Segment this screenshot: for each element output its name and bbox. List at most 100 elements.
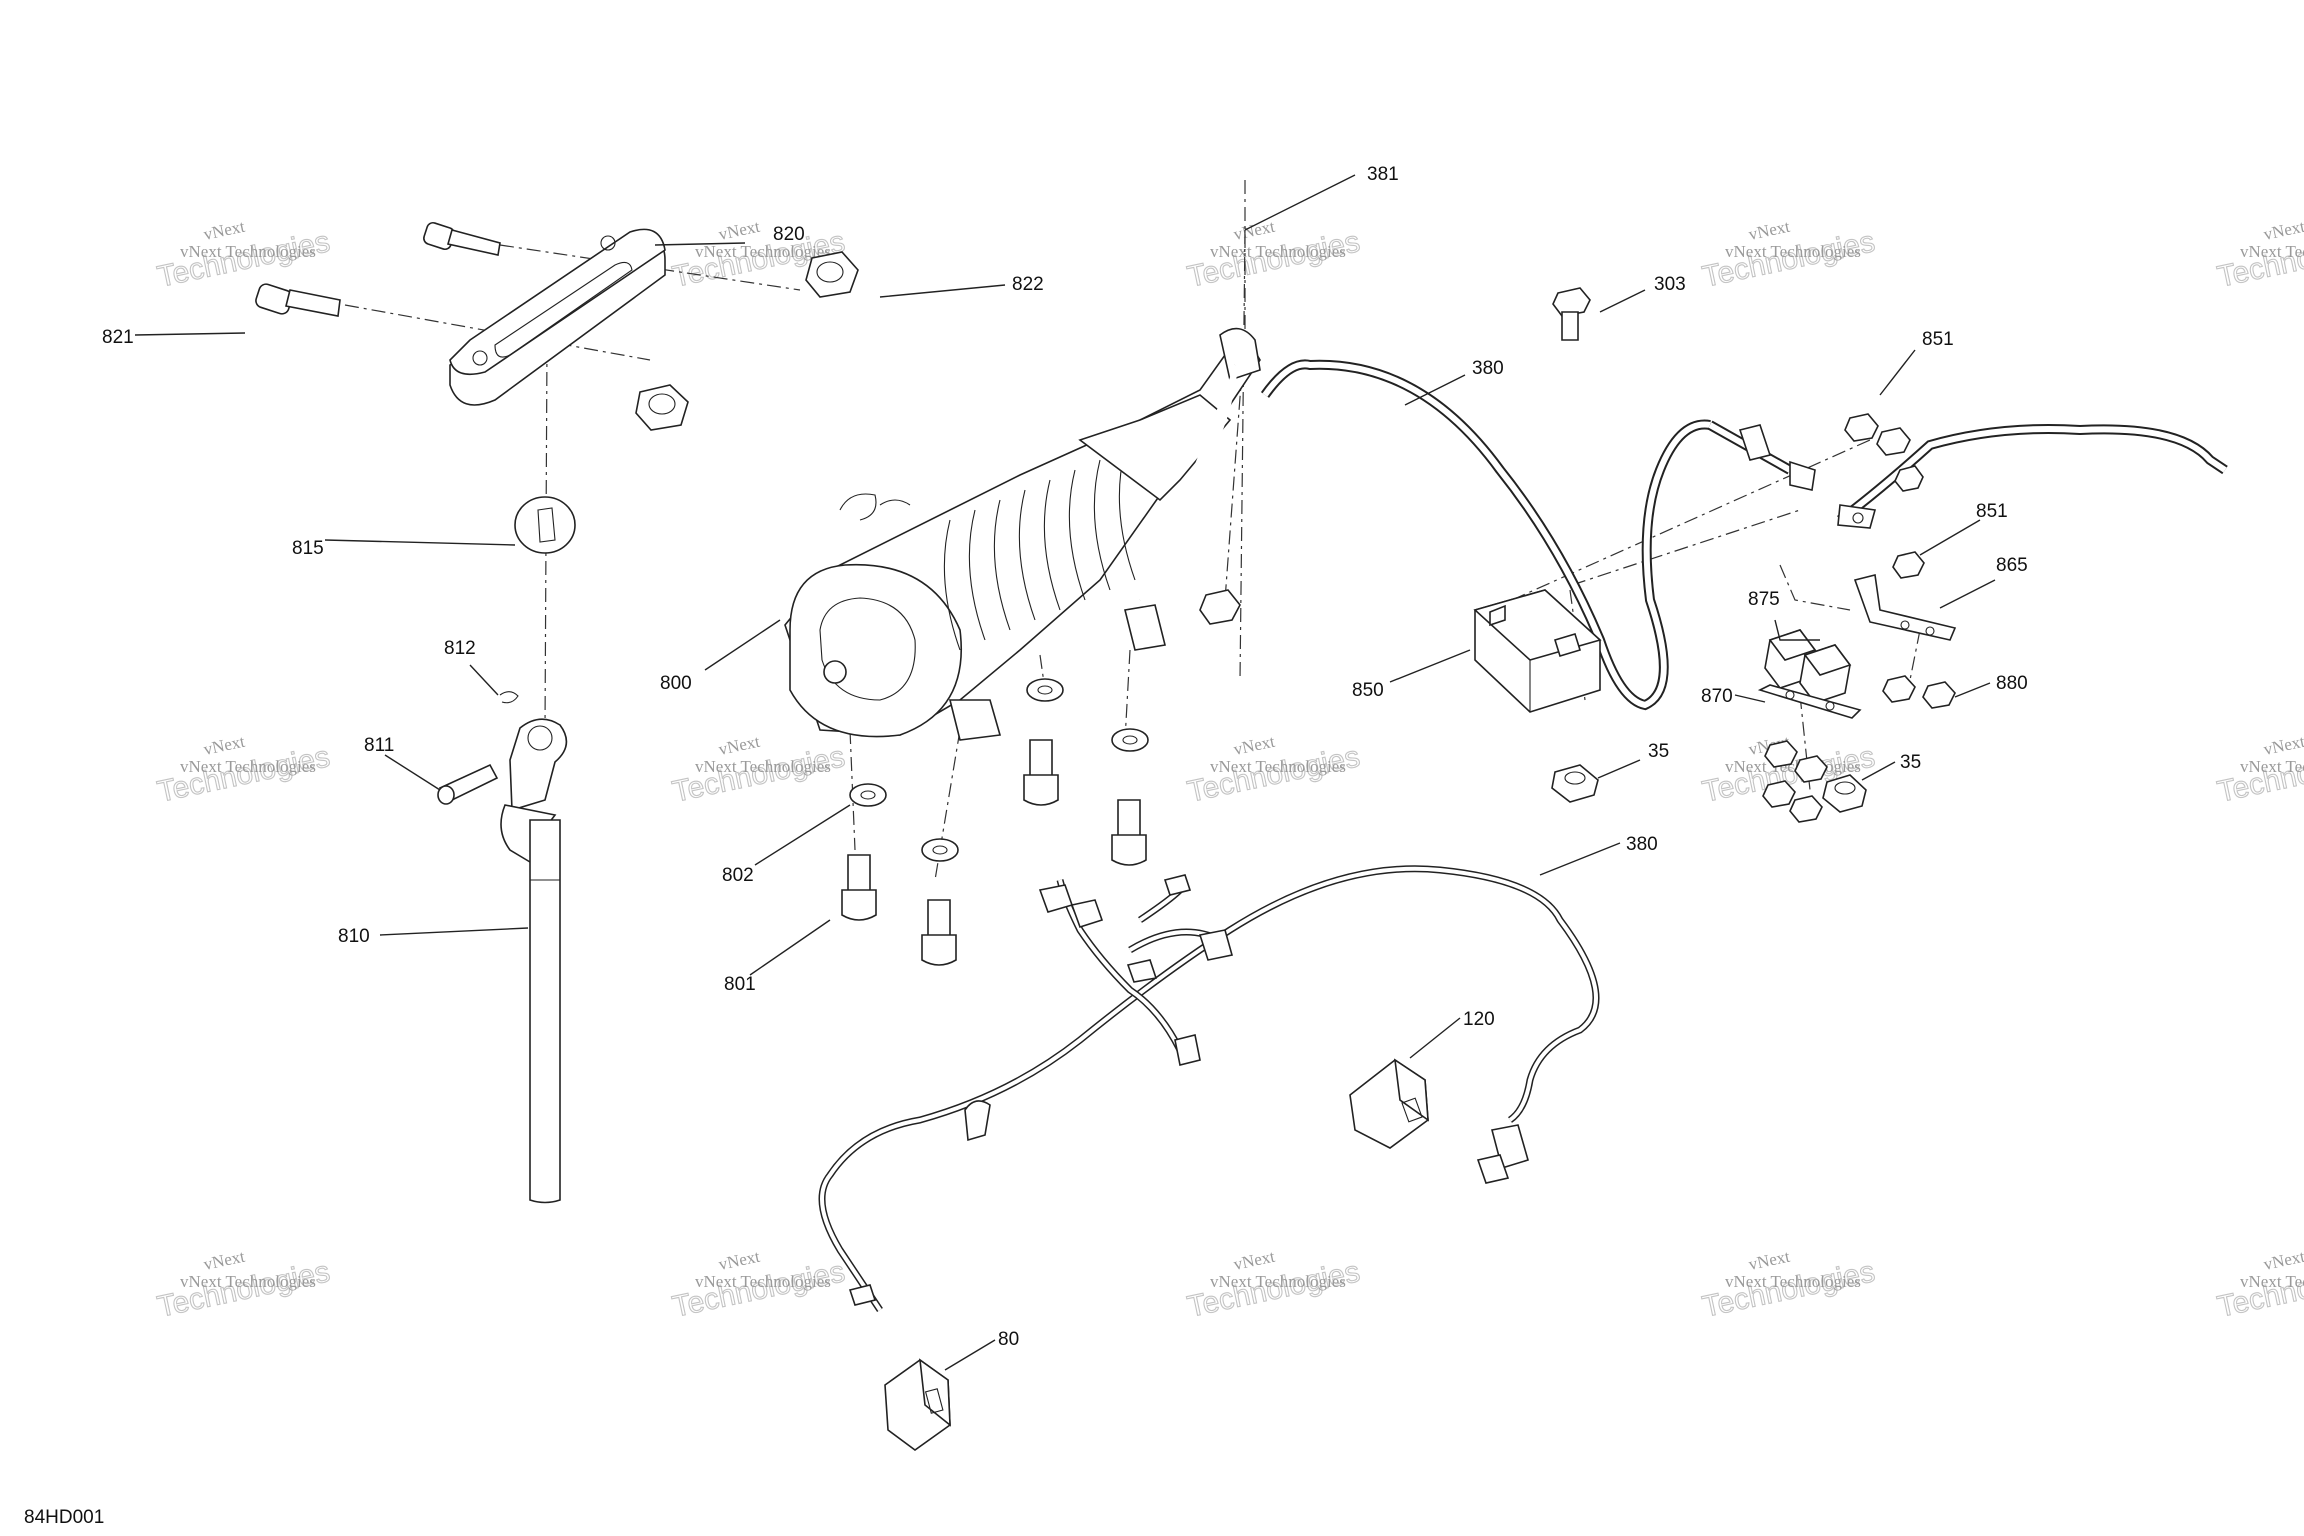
contactor-bolt: [1552, 287, 1591, 341]
winch-switch-120: [1349, 1058, 1429, 1149]
callout-380-lower: 380: [1626, 834, 1658, 855]
svg-text:vNext: vNext: [2262, 732, 2304, 759]
bolt: [921, 899, 957, 966]
svg-text:vNext Technologies: vNext Technologies: [1725, 757, 1861, 776]
callout-35-right: 35: [1900, 752, 1921, 773]
callout-822: 822: [1012, 274, 1044, 295]
callout-850: 850: [1352, 680, 1384, 701]
watermark: Technologies vNext vNext Technologies: [1184, 217, 1363, 295]
callout-800: 800: [660, 673, 692, 694]
callout-381: 381: [1367, 164, 1399, 185]
fuse-plate: [1757, 684, 1862, 719]
callout-870: 870: [1701, 686, 1733, 707]
svg-text:vNext: vNext: [1232, 1247, 1277, 1274]
hook-clip: [499, 691, 519, 704]
watermark: Technologies vNext vNext Technologies: [154, 217, 333, 295]
callout-821: 821: [102, 327, 134, 348]
small-nuts: [1844, 413, 1925, 579]
watermark: Technologies vNext vNext Technologies: [154, 1247, 333, 1325]
bracket: [1853, 574, 1957, 641]
bolt: [841, 854, 877, 921]
callout-labels: 381 820 822 821 303 380 851 815 851 865 …: [102, 164, 2028, 1350]
hook-pin: [437, 763, 499, 805]
callout-851-upper: 851: [1922, 329, 1954, 350]
watermark: Technologies vNext vNext Technologies: [154, 732, 333, 810]
flange-nut: [1551, 764, 1599, 803]
svg-text:vNext Technologies: vNext Technologies: [180, 1272, 316, 1291]
svg-text:vNext: vNext: [2262, 217, 2304, 244]
svg-text:vNext: vNext: [1747, 1247, 1792, 1274]
svg-text:vNext: vNext: [1232, 217, 1277, 244]
leader-lines: [134, 174, 1996, 1371]
power-cable-upper: [1137, 359, 1816, 711]
svg-text:vNext Technologies: vNext Technologies: [2240, 1272, 2304, 1291]
callout-120: 120: [1463, 1009, 1495, 1030]
svg-text:vNext Technologies: vNext Technologies: [1210, 1272, 1346, 1291]
winch-body: [784, 327, 1261, 741]
svg-text:vNext: vNext: [1232, 732, 1277, 759]
svg-text:vNext: vNext: [202, 1247, 247, 1274]
callout-802: 802: [722, 865, 754, 886]
callout-811: 811: [364, 735, 394, 756]
svg-text:vNext: vNext: [1747, 217, 1792, 244]
fuse-nuts: [1762, 675, 1956, 823]
contactor: [1473, 589, 1602, 713]
svg-text:vNext: vNext: [717, 217, 762, 244]
callout-380-upper: 380: [1472, 358, 1504, 379]
svg-text:vNext Technologies: vNext Technologies: [1210, 242, 1346, 261]
fuses: [1764, 629, 1852, 704]
svg-text:vNext Technologies: vNext Technologies: [1725, 242, 1861, 261]
flange-nut-upper: [805, 251, 859, 298]
bolt: [1023, 739, 1059, 806]
callout-303: 303: [1654, 274, 1686, 295]
bolt: [1111, 799, 1147, 866]
svg-text:vNext Technologies: vNext Technologies: [180, 757, 316, 776]
watermark: Technologies vNext vNext Technologies: [1699, 217, 1878, 295]
svg-text:vNext Technologies: vNext Technologies: [2240, 757, 2304, 776]
watermark: Technologies vNext vNext Technologies: [2214, 217, 2304, 295]
svg-text:vNext Technologies: vNext Technologies: [180, 242, 316, 261]
callout-812: 812: [444, 638, 476, 659]
callout-80: 80: [998, 1329, 1019, 1350]
callout-801: 801: [724, 974, 756, 995]
flange-nut-lower: [635, 384, 689, 431]
callout-810: 810: [338, 926, 370, 947]
svg-text:vNext Technologies: vNext Technologies: [1210, 757, 1346, 776]
power-cable-right: [1836, 424, 2228, 529]
watermark: Technologies vNext vNext Technologies: [2214, 1247, 2304, 1325]
winch-nut: [1199, 589, 1241, 625]
callout-815: 815: [292, 538, 324, 559]
callout-865: 865: [1996, 555, 2028, 576]
svg-text:vNext: vNext: [717, 732, 762, 759]
fairlead-assembly: [255, 221, 859, 431]
hook-assembly: [437, 691, 568, 1204]
winch-switch-80: [884, 1358, 951, 1451]
bolt-upper: [423, 221, 501, 256]
callout-880: 880: [1996, 673, 2028, 694]
svg-text:vNext: vNext: [2262, 1247, 2304, 1274]
svg-text:vNext: vNext: [717, 1247, 762, 1274]
bolt-lower: [255, 283, 341, 317]
callout-820: 820: [773, 224, 805, 245]
watermark: Technologies vNext vNext Technologies: [669, 732, 848, 810]
svg-text:vNext Technologies: vNext Technologies: [695, 1272, 831, 1291]
callout-875: 875: [1748, 589, 1780, 610]
svg-text:vNext Technologies: vNext Technologies: [1725, 1272, 1861, 1291]
watermark: Technologies vNext vNext Technologies: [2214, 732, 2304, 810]
watermark: Technologies vNext vNext Technologies: [669, 1247, 848, 1325]
control-harness: [818, 865, 1600, 1312]
callout-851-lower: 851: [1976, 501, 2008, 522]
watermark: Technologies vNext vNext Technologies: [1699, 1247, 1878, 1325]
fairlead-plate: [449, 228, 666, 406]
svg-text:vNext Technologies: vNext Technologies: [2240, 242, 2304, 261]
svg-text:vNext Technologies: vNext Technologies: [695, 757, 831, 776]
callout-35-left: 35: [1648, 741, 1669, 762]
hook-stopper: [514, 496, 576, 554]
winch-drum: [943, 449, 1136, 651]
svg-text:vNext: vNext: [202, 217, 247, 244]
flange-nut: [1822, 774, 1867, 813]
svg-text:vNext: vNext: [202, 732, 247, 759]
svg-text:vNext Technologies: vNext Technologies: [695, 242, 831, 261]
watermark: Technologies vNext vNext Technologies: [1184, 1247, 1363, 1325]
